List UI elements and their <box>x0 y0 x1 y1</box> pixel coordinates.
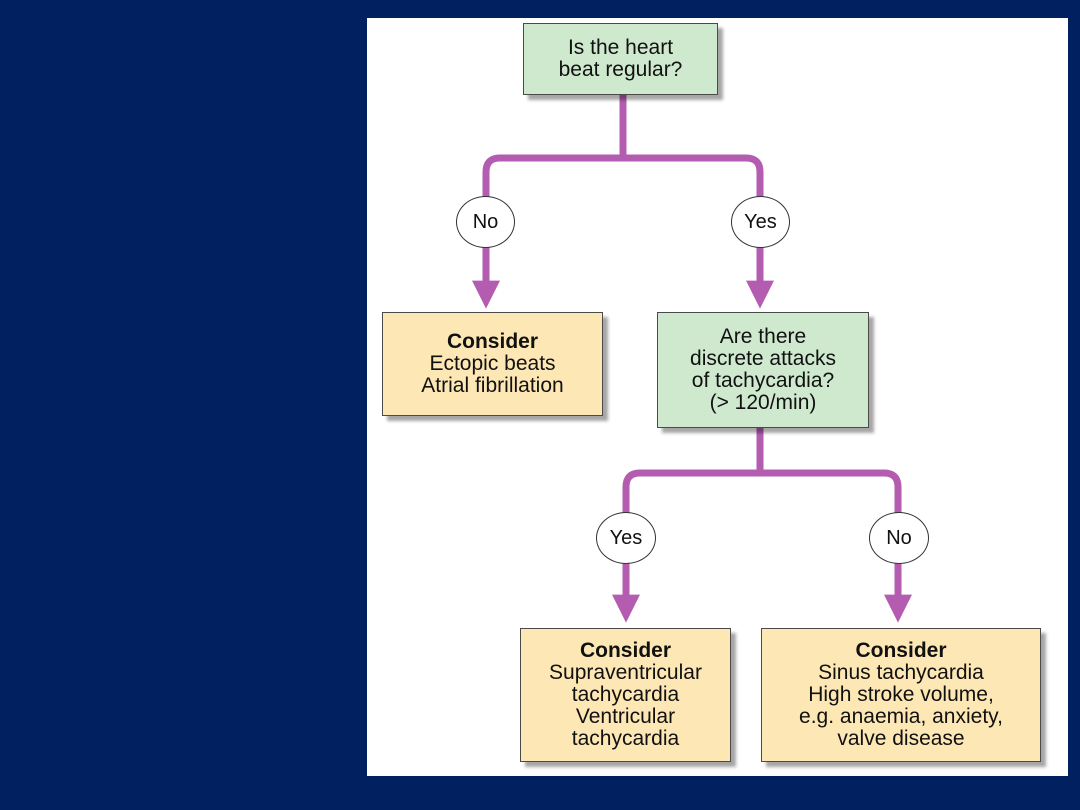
consider-2-line-4: tachycardia <box>571 727 680 750</box>
consider-2-heading: Consider <box>579 639 671 662</box>
question-2-line-1: Are there <box>719 325 807 348</box>
consider-ectopic-af: Consider Ectopic beats Atrial fibrillati… <box>382 312 603 416</box>
edge-label-q2-no: No <box>869 512 929 564</box>
question-discrete-attacks: Are there discrete attacks of tachycardi… <box>657 312 869 428</box>
question-2-line-4: (> 120/min) <box>709 391 817 414</box>
consider-sinus-high-stroke: Consider Sinus tachycardia High stroke v… <box>761 628 1041 762</box>
consider-1-line-2: Atrial fibrillation <box>421 374 564 397</box>
edge-label-q1-yes: Yes <box>731 196 790 248</box>
consider-3-line-1: Sinus tachycardia <box>818 661 984 684</box>
consider-3-line-3: e.g. anaemia, anxiety, <box>799 705 1003 728</box>
question-heart-beat-regular: Is the heart beat regular? <box>523 23 718 95</box>
connector-q2-branch <box>622 428 902 600</box>
edge-label-q2-yes: Yes <box>596 512 656 564</box>
question-1-line-1: Is the heart <box>567 36 674 59</box>
consider-3-heading: Consider <box>855 639 947 662</box>
consider-2-line-3: Ventricular <box>575 705 676 728</box>
question-2-line-2: discrete attacks <box>690 347 836 370</box>
consider-2-line-2: tachycardia <box>571 683 680 706</box>
connector-q1-branch <box>482 95 764 298</box>
consider-1-line-1: Ectopic beats <box>429 352 556 375</box>
consider-svt-vt: Consider Supraventricular tachycardia Ve… <box>520 628 731 762</box>
consider-3-line-4: valve disease <box>837 727 965 750</box>
edge-label-q1-no: No <box>456 196 515 248</box>
consider-3-line-2: High stroke volume, <box>808 683 994 706</box>
question-2-line-3: of tachycardia? <box>691 369 835 392</box>
consider-2-line-1: Supraventricular <box>549 661 702 684</box>
question-1-line-2: beat regular? <box>558 58 683 81</box>
consider-1-heading: Consider <box>446 330 538 353</box>
